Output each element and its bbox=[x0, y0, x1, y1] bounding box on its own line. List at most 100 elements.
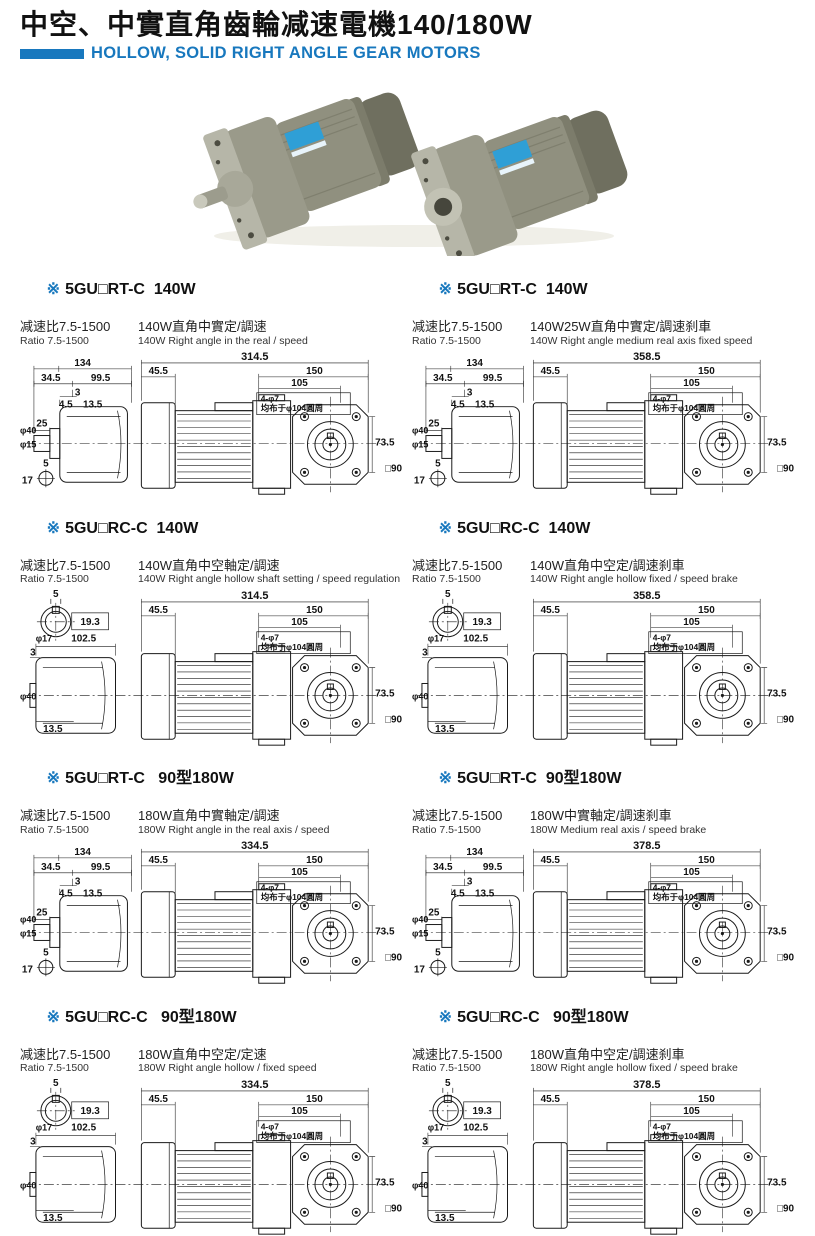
dim-label: 105 bbox=[683, 617, 700, 628]
dim-label: 134 bbox=[74, 358, 91, 369]
ratio-cn: 减速比7.5-1500 bbox=[412, 1046, 503, 1062]
dim-label: 105 bbox=[683, 867, 700, 878]
technical-drawing: 5 19.3 φ17 102.5 3 φ40 13.5 358.5 45.5 1… bbox=[412, 586, 797, 747]
rt-technical-drawing: 134 34.5 99.5 3 4.5 13.5 φ40 25 φ15 5 17… bbox=[412, 351, 794, 495]
accent-bar bbox=[20, 48, 84, 59]
dim-label: φ15 bbox=[412, 440, 428, 450]
dimension-lines bbox=[425, 360, 768, 473]
section-marker: ※ bbox=[438, 770, 453, 788]
desc-en: 140W Right angle in the real / speed bbox=[138, 334, 308, 347]
ratio-en: Ratio 7.5-1500 bbox=[20, 1062, 89, 1075]
dim-label: 19.3 bbox=[80, 1106, 100, 1117]
dim-label: 102.5 bbox=[71, 1123, 96, 1134]
drawing-geometry bbox=[417, 598, 781, 746]
holes-note: 均布于φ104圓周 bbox=[261, 1131, 323, 1141]
dimension-labels: 5 19.3 φ17 102.5 3 φ40 13.5 358.5 45.5 1… bbox=[412, 589, 794, 735]
dim-label: 34.5 bbox=[433, 373, 453, 384]
dim-label: φ40 bbox=[20, 1180, 36, 1190]
drawing-geometry bbox=[25, 360, 389, 495]
ratio-en: Ratio 7.5-1500 bbox=[412, 334, 481, 347]
dim-label: 150 bbox=[306, 366, 323, 377]
desc-cn: 180W直角中空定/調速刹車 bbox=[530, 1046, 685, 1062]
technical-drawing: 134 34.5 99.5 3 4.5 13.5 φ40 25 φ15 5 17… bbox=[412, 347, 797, 496]
dim-label: 3 bbox=[467, 877, 473, 888]
desc-en: 140W Right angle medium real axis fixed … bbox=[530, 334, 753, 347]
drawing-geometry bbox=[25, 849, 389, 984]
dim-label: 5 bbox=[43, 459, 49, 470]
section-header: ※5GU□RT-C 140W bbox=[412, 263, 797, 318]
holes-note: 均布于φ104圓周 bbox=[261, 642, 323, 652]
dimension-lines bbox=[33, 360, 376, 473]
section-marker: ※ bbox=[46, 281, 61, 299]
rc-technical-drawing: 5 19.3 φ17 102.5 3 φ40 13.5 314.5 45.5 1… bbox=[20, 589, 402, 746]
section-subheader: 减速比7.5-1500 Ratio 7.5-1500 180W中實軸定/調速刹車… bbox=[412, 808, 797, 836]
dim-label: 25 bbox=[36, 419, 48, 430]
dim-label: φ15 bbox=[412, 929, 428, 939]
rc-technical-drawing: 5 19.3 φ17 102.5 3 φ40 13.5 358.5 45.5 1… bbox=[412, 589, 794, 746]
dim-label: 3 bbox=[30, 647, 36, 658]
drawing-geometry bbox=[417, 849, 781, 984]
desc-cn: 140W直角中空軸定/調速 bbox=[138, 557, 280, 573]
product-section: ※5GU□RT-C 90型180W 减速比7.5-1500 Ratio 7.5-… bbox=[412, 747, 797, 986]
holes-note: 均布于φ104圓周 bbox=[653, 1131, 715, 1141]
dimension-labels: 134 34.5 99.5 3 4.5 13.5 φ40 25 φ15 5 17… bbox=[20, 840, 402, 975]
model-number: 5GU□RT-C 90型180W bbox=[457, 770, 622, 788]
dim-label: 13.5 bbox=[475, 889, 495, 900]
dim-label: φ40 bbox=[412, 915, 428, 925]
drawing-geometry bbox=[25, 598, 389, 746]
dim-label: 105 bbox=[683, 1106, 700, 1117]
section-marker: ※ bbox=[438, 1008, 453, 1026]
desc-en: 140W Right angle hollow fixed / speed br… bbox=[530, 573, 738, 586]
dim-label: 105 bbox=[291, 867, 308, 878]
holes-note: 4-φ7 bbox=[653, 394, 672, 404]
section-subheader: 减速比7.5-1500 Ratio 7.5-1500 140W25W直角中實定/… bbox=[412, 319, 797, 347]
dim-label: □90 bbox=[385, 953, 403, 964]
dim-label: 13.5 bbox=[475, 400, 495, 411]
desc-en: 180W Right angle hollow fixed / speed br… bbox=[530, 1062, 738, 1075]
dim-label: 99.5 bbox=[483, 862, 503, 873]
dim-label: 73.5 bbox=[375, 438, 395, 449]
model-number: 5GU□RC-C 90型180W bbox=[65, 1008, 237, 1026]
catalog-page: 中空、中實直角齒輪减速電機140/180W HOLLOW, SOLID RIGH… bbox=[20, 9, 797, 1235]
dim-label: φ17 bbox=[428, 633, 444, 643]
dim-label: 102.5 bbox=[463, 1123, 488, 1134]
ratio-cn: 减速比7.5-1500 bbox=[412, 318, 503, 334]
dim-label: 34.5 bbox=[433, 862, 453, 873]
technical-drawing: 134 34.5 99.5 3 4.5 13.5 φ40 25 φ15 5 17… bbox=[20, 836, 405, 985]
section-header: ※5GU□RC-C 90型180W bbox=[20, 990, 405, 1045]
flange-face-view bbox=[292, 396, 369, 493]
dimension-lines bbox=[425, 849, 768, 962]
holes-note: 均布于φ104圓周 bbox=[261, 403, 323, 413]
dim-label: 358.5 bbox=[633, 590, 660, 602]
ratio-cn: 减速比7.5-1500 bbox=[20, 557, 111, 573]
dim-label: φ40 bbox=[412, 1180, 428, 1190]
ratio-en: Ratio 7.5-1500 bbox=[412, 1062, 481, 1075]
product-section: ※5GU□RC-C 140W 减速比7.5-1500 Ratio 7.5-150… bbox=[20, 496, 405, 747]
product-section: ※5GU□RC-C 90型180W 减速比7.5-1500 Ratio 7.5-… bbox=[412, 985, 797, 1236]
dim-label: 3 bbox=[422, 1136, 428, 1147]
dim-label: 5 bbox=[43, 948, 49, 959]
dim-label: 134 bbox=[466, 847, 483, 858]
dim-label: 4.5 bbox=[451, 889, 465, 900]
dim-label: 105 bbox=[291, 1106, 308, 1117]
ratio-cn: 减速比7.5-1500 bbox=[412, 557, 503, 573]
dimension-lines bbox=[29, 598, 376, 724]
dim-label: 73.5 bbox=[375, 1177, 395, 1188]
motor-photo-solid-shaft bbox=[192, 92, 419, 250]
desc-cn: 180W直角中空定/定速 bbox=[138, 1046, 267, 1062]
dim-label: φ40 bbox=[412, 691, 428, 701]
holes-note: 4-φ7 bbox=[653, 883, 672, 893]
dim-label: 17 bbox=[22, 475, 34, 486]
dim-label: 5 bbox=[445, 1078, 451, 1089]
dim-label: 3 bbox=[422, 647, 428, 658]
model-number: 5GU□RT-C 140W bbox=[65, 281, 196, 299]
dim-label: 73.5 bbox=[375, 927, 395, 938]
section-header: ※5GU□RT-C 90型180W bbox=[20, 752, 405, 807]
technical-drawing: 5 19.3 φ17 102.5 3 φ40 13.5 314.5 45.5 1… bbox=[20, 586, 405, 747]
dim-label: 4.5 bbox=[451, 400, 465, 411]
dim-label: 13.5 bbox=[83, 400, 103, 411]
section-subheader: 减速比7.5-1500 Ratio 7.5-1500 180W直角中實軸定/調速… bbox=[20, 808, 405, 836]
dim-label: 73.5 bbox=[767, 438, 787, 449]
dim-label: 314.5 bbox=[241, 351, 268, 363]
dim-label: 5 bbox=[53, 1078, 59, 1089]
